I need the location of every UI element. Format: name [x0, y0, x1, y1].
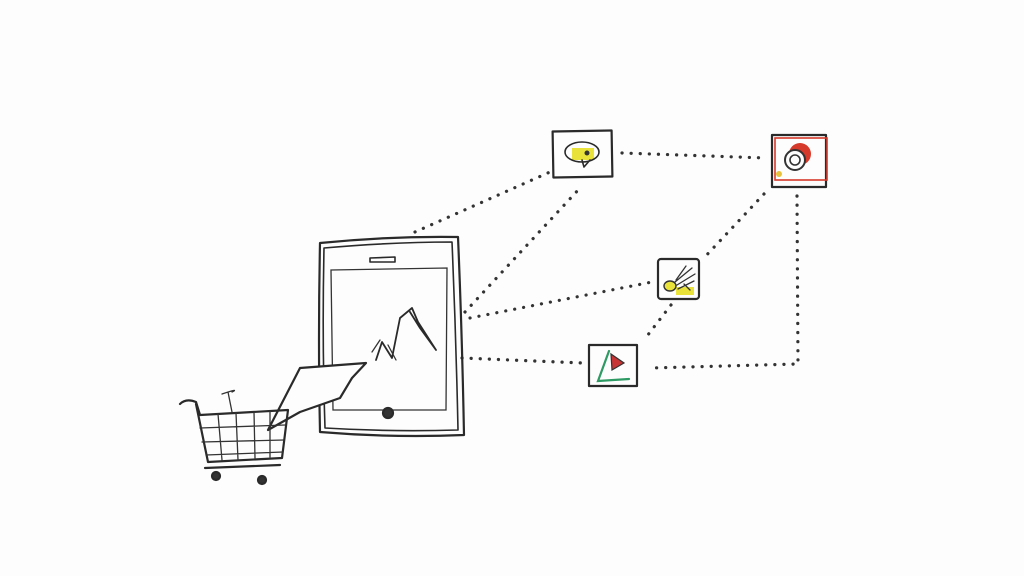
target-icon	[774, 137, 828, 181]
chat-node[interactable]	[551, 129, 614, 179]
connectors	[413, 151, 800, 370]
connector-tablet-chat-2	[463, 186, 582, 314]
play-icon	[596, 349, 631, 383]
target-node[interactable]	[770, 133, 828, 189]
hand-icon	[663, 265, 696, 295]
connector-tablet-hand	[468, 280, 654, 320]
connector-target-play	[648, 194, 800, 370]
ramp	[266, 361, 368, 432]
connector-target-hand	[700, 192, 766, 262]
shopping-cart-icon	[178, 389, 290, 486]
connector-chat-target	[620, 151, 768, 160]
connector-tablet-chat	[413, 170, 552, 234]
tablet-icon	[317, 235, 466, 438]
hand-node[interactable]	[656, 257, 701, 301]
play-node[interactable]	[587, 343, 639, 388]
connector-hand-play	[642, 303, 673, 342]
chat-bubble-icon	[564, 141, 600, 168]
connector-tablet-play	[460, 356, 585, 365]
